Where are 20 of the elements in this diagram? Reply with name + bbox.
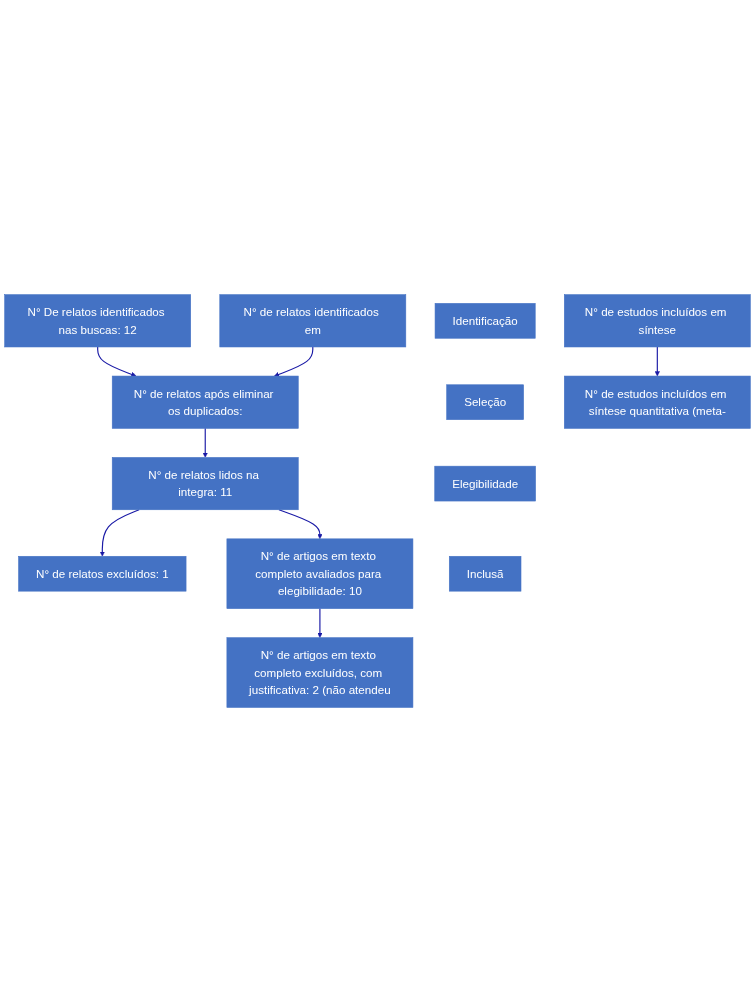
node-box: Identificação [434, 303, 536, 339]
node-box: N° de artigos em texto completo avaliados para elegibilidade: 10 [226, 538, 414, 609]
arrow [97, 346, 137, 377]
arrow [202, 427, 208, 458]
arrow [317, 607, 323, 638]
node-box: N° de estudos incluídos em síntese quantitativa (meta- [564, 375, 751, 429]
arrow [278, 509, 323, 539]
node-box: N° de relatos lidos na integra: 11 [111, 457, 299, 510]
node-box: Elegibilidade [434, 465, 536, 502]
node-box: N° De relatos identificados nas buscas: 12 [4, 294, 191, 348]
node-box: N° de relatos excluídos: 1 [18, 555, 187, 592]
arrow [274, 346, 314, 377]
node-box: N° de relatos identificados em [219, 294, 407, 348]
arrow [99, 509, 140, 557]
arrow [654, 346, 660, 377]
node-box: N° de estudos incluídos em síntese [564, 294, 751, 348]
node-box: N° de artigos em texto completo excluídos, com justificativa: 2 (não atendeu [226, 637, 414, 708]
node-box: Seleção [446, 384, 524, 420]
node-box: N° de relatos após eliminar os duplicados: [111, 375, 299, 429]
node-box: Inclusã [449, 555, 522, 592]
